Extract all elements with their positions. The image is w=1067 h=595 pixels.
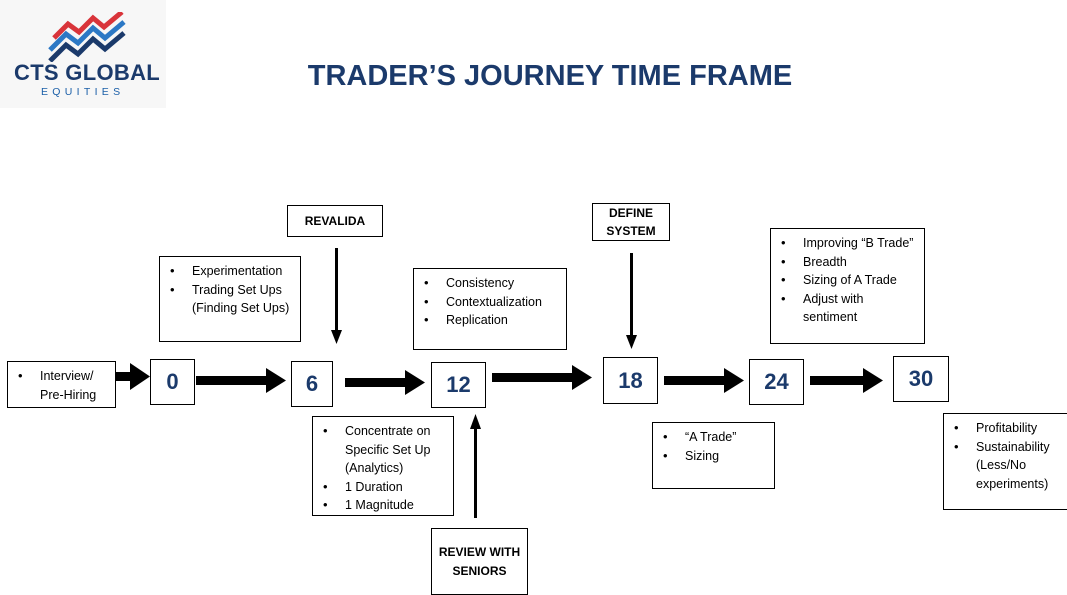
logo-mountain-icon <box>48 12 126 62</box>
note-a-trade: “A Trade” Sizing <box>652 422 775 489</box>
arrow-6-to-12 <box>345 370 425 395</box>
note-experimentation: Experimentation Trading Set Ups (Finding… <box>159 256 301 342</box>
list-item: Adjust with sentiment <box>779 290 918 327</box>
list-item: Breadth <box>779 253 918 272</box>
list-item: Replication <box>422 311 560 330</box>
start-box-interview: Interview/ Pre-Hiring <box>7 361 116 408</box>
list-item: 1 Magnitude <box>321 496 447 515</box>
page-title: TRADER’S JOURNEY TIME FRAME <box>307 60 793 92</box>
list-item: Profitability <box>952 419 1061 438</box>
label-revalida: REVALIDA <box>287 205 383 237</box>
milestone-24: 24 <box>749 359 804 405</box>
logo-name: CTS GLOBAL <box>14 60 160 85</box>
milestone-18: 18 <box>603 357 658 404</box>
list-item: Sizing <box>661 447 768 466</box>
note-concentrate: Concentrate on Specific Set Up (Analytic… <box>312 416 454 516</box>
milestone-12: 12 <box>431 362 486 408</box>
logo-subtitle: EQUITIES <box>41 86 125 98</box>
note-consistency: Consistency Contextualization Replicatio… <box>413 268 567 350</box>
note-profitability: Profitability Sustainability (Less/No ex… <box>943 413 1067 510</box>
list-item: Improving “B Trade” <box>779 234 918 253</box>
list-item: “A Trade” <box>661 428 768 447</box>
list-item: Sustainability (Less/No experiments) <box>952 438 1061 494</box>
milestone-30: 30 <box>893 356 949 402</box>
list-item: Trading Set Ups (Finding Set Ups) <box>168 281 294 318</box>
list-item: Experimentation <box>168 262 294 281</box>
list-item: Sizing of A Trade <box>779 271 918 290</box>
label-define-system: DEFINE SYSTEM <box>592 203 670 241</box>
list-item: Interview/ Pre-Hiring <box>16 367 109 404</box>
arrow-12-to-18 <box>492 365 592 390</box>
list-item: Consistency <box>422 274 560 293</box>
arrow-start-to-0 <box>116 363 150 390</box>
company-logo: CTS GLOBAL EQUITIES <box>0 0 166 108</box>
milestone-6: 6 <box>291 361 333 407</box>
arrow-revalida-down <box>331 248 342 344</box>
note-improving: Improving “B Trade” Breadth Sizing of A … <box>770 228 925 344</box>
arrow-18-to-24 <box>664 368 744 393</box>
milestone-0: 0 <box>150 359 195 405</box>
label-review-with-seniors: REVIEW WITH SENIORS <box>431 528 528 595</box>
arrow-review-up <box>470 414 481 518</box>
list-item: 1 Duration <box>321 478 447 497</box>
arrow-define-system-down <box>626 253 637 349</box>
list-item: Concentrate on Specific Set Up (Analytic… <box>321 422 447 478</box>
arrow-0-to-6 <box>196 368 286 393</box>
arrow-24-to-30 <box>810 368 883 393</box>
list-item: Contextualization <box>422 293 560 312</box>
